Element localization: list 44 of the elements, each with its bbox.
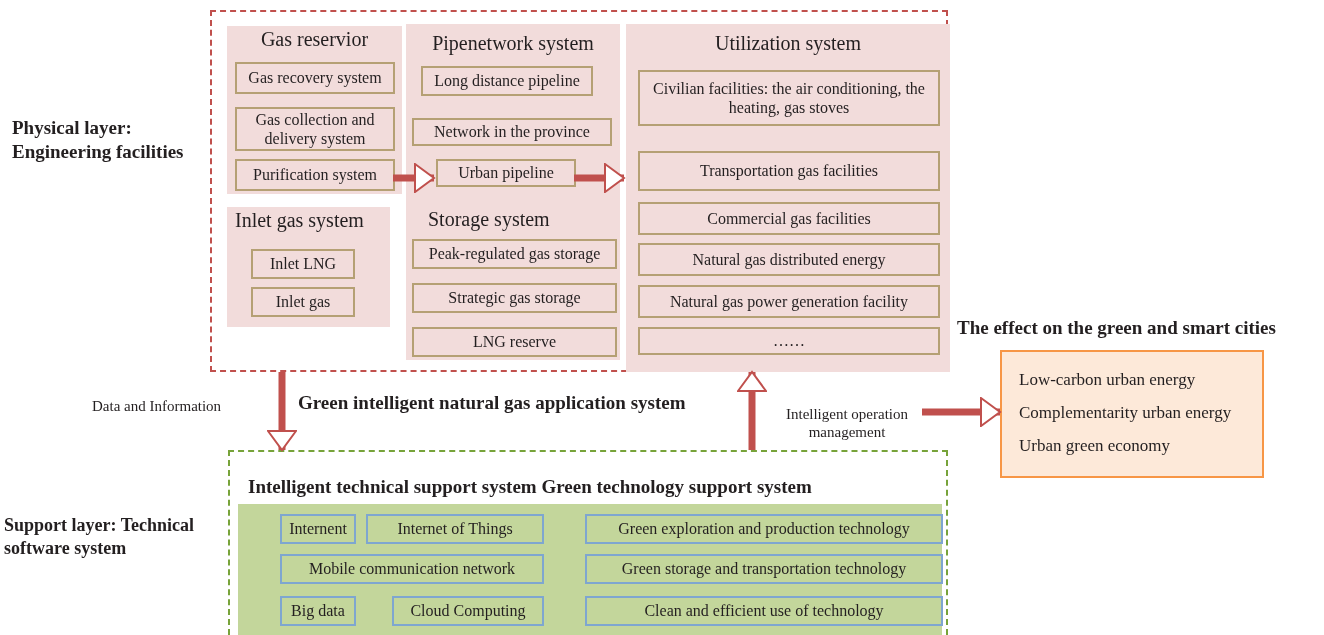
- component-box: Civilian facilities: the air conditioning, the heating, gas stoves: [638, 70, 940, 126]
- component-box: Big data: [280, 596, 356, 626]
- panel-heading: Gas reservior: [259, 28, 370, 51]
- panel-heading: Utilization system: [713, 32, 863, 55]
- component-box: Commercial gas facilities: [638, 202, 940, 235]
- component-box: Green storage and transportation technology: [585, 554, 943, 584]
- block-arrow: [574, 163, 625, 193]
- component-box: Inlet gas: [251, 287, 355, 317]
- component-box: Cloud Computing: [392, 596, 544, 626]
- component-box: Clean and efficient use of technology: [585, 596, 943, 626]
- component-box: Internent: [280, 514, 356, 544]
- list-item: Complementarity urban energy: [1019, 403, 1232, 423]
- panel-heading: Pipenetwork system: [431, 32, 595, 55]
- component-box: Urban pipeline: [436, 159, 576, 187]
- heading: The effect on the green and smart cities: [957, 317, 1276, 339]
- list-item: Low-carbon urban energy: [1019, 370, 1196, 390]
- block-arrow: [393, 163, 435, 193]
- component-box: Gas recovery system: [235, 62, 395, 94]
- component-box: LNG reserve: [412, 327, 617, 357]
- component-box: Inlet LNG: [251, 249, 355, 279]
- component-box: Network in the province: [412, 118, 612, 146]
- component-box: Natural gas distributed energy: [638, 243, 940, 276]
- system-title: Green intelligent natural gas application system: [298, 392, 686, 414]
- panel: [626, 24, 950, 372]
- component-box: Internet of Things: [366, 514, 544, 544]
- component-box: Gas collection and delivery system: [235, 107, 395, 151]
- component-box: ……: [638, 327, 940, 355]
- component-box: Peak-regulated gas storage: [412, 239, 617, 269]
- layer-heading: Physical layer: Engineering facilities: [12, 116, 185, 164]
- layer-heading: Support layer: Technical software system: [4, 514, 196, 559]
- panel: [227, 207, 390, 327]
- panel: [227, 26, 402, 194]
- panel-heading: Storage system: [428, 208, 550, 231]
- component-box: Transportation gas facilities: [638, 151, 940, 191]
- component-box: Natural gas power generation facility: [638, 285, 940, 318]
- panel-heading: Inlet gas system: [235, 209, 364, 232]
- component-box: Strategic gas storage: [412, 283, 617, 313]
- list-item: Urban green economy: [1019, 436, 1171, 456]
- component-box: Long distance pipeline: [421, 66, 593, 96]
- component-box: Purification system: [235, 159, 395, 191]
- panel: [406, 24, 620, 360]
- component-box: Green exploration and production technology: [585, 514, 943, 544]
- component-box: Mobile communication network: [280, 554, 544, 584]
- panel-heading: Intelligent technical support system Green technology support system: [248, 476, 812, 498]
